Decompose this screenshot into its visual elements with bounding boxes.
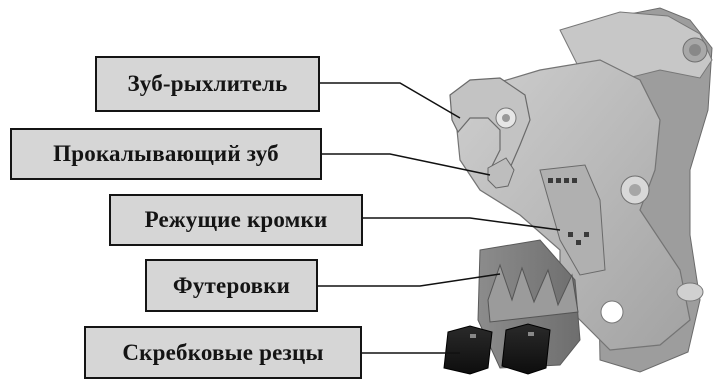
label-ripper-tooth-text: Зуб-рыхлитель bbox=[127, 71, 288, 96]
label-cutting-edges: Режущие кромки bbox=[109, 194, 363, 246]
liners bbox=[487, 263, 579, 323]
demolition-attachment-illustration bbox=[443, 7, 713, 375]
label-scraper-cutters-text: Скребковые резцы bbox=[122, 339, 324, 365]
label-ripper-tooth: Зуб-рыхлитель bbox=[95, 56, 320, 112]
piercing-tooth bbox=[487, 157, 515, 189]
label-piercing-tooth: Прокалывающий зуб bbox=[10, 128, 322, 180]
cutting-edge-bolts bbox=[548, 178, 589, 245]
leader-lines bbox=[318, 82, 561, 354]
scraper-cutter-right bbox=[501, 323, 551, 375]
leader-piercing bbox=[322, 153, 491, 176]
leader-liners bbox=[318, 273, 501, 287]
label-liners: Футеровки bbox=[145, 259, 318, 312]
leader-ripper bbox=[320, 82, 461, 119]
rear-pin bbox=[676, 282, 704, 302]
cutting-edge-block bbox=[539, 164, 606, 276]
scraper-cutter-left bbox=[443, 325, 493, 375]
body-hole bbox=[600, 300, 624, 324]
label-cutting-edges-text: Режущие кромки bbox=[144, 207, 328, 232]
label-scraper-cutters: Скребковые резцы bbox=[84, 326, 362, 379]
leader-cutting bbox=[362, 217, 561, 231]
label-liners-text: Футеровки bbox=[172, 272, 291, 298]
label-piercing-tooth-text: Прокалывающий зуб bbox=[53, 141, 279, 166]
